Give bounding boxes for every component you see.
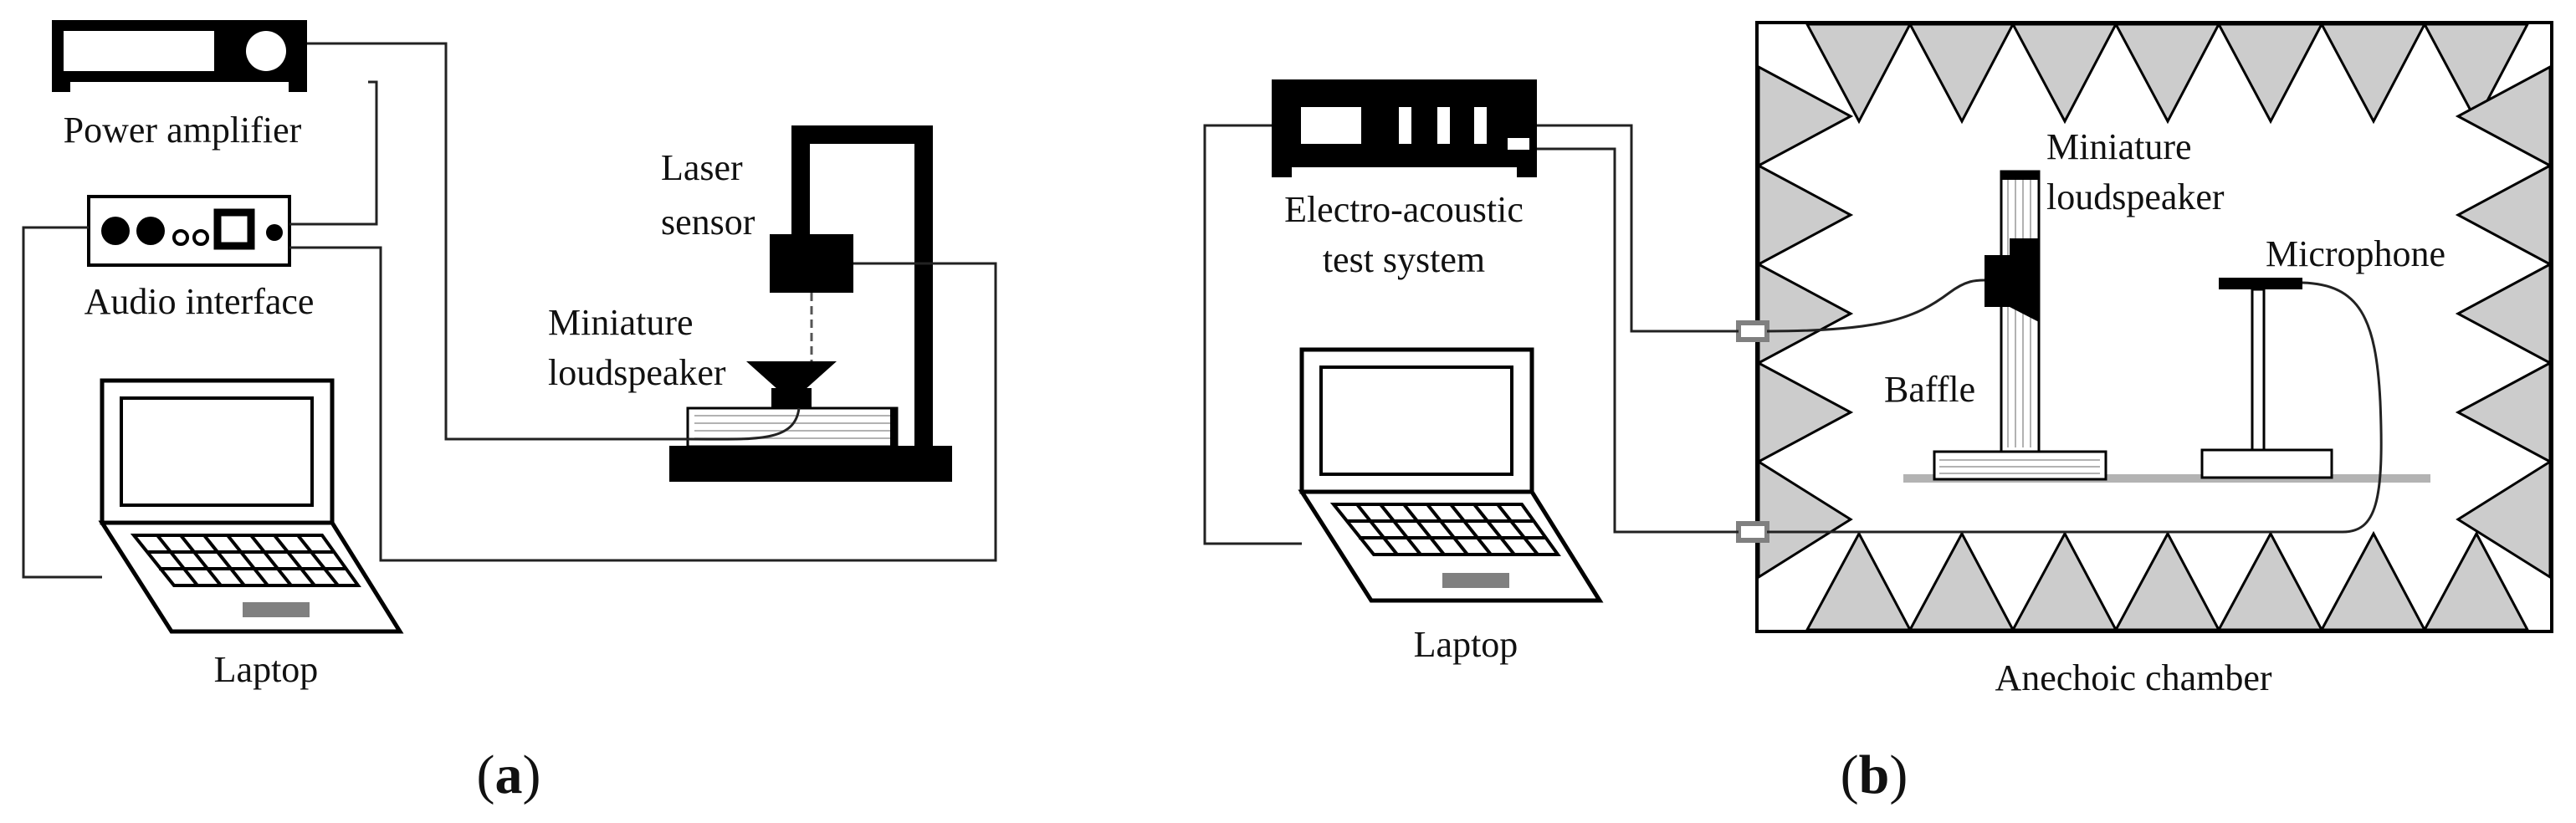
- caption-b: (b): [1841, 744, 1908, 805]
- acoustic-wedges-bottom: [1805, 530, 2530, 631]
- caption-a: (a): [477, 744, 541, 805]
- test-system-label-line1: Electro-acoustic: [1284, 189, 1524, 230]
- audio-interface-label: Audio interface: [85, 281, 315, 322]
- laser-stand: [669, 125, 952, 482]
- audio-interface-icon: [87, 195, 291, 267]
- test-system-icon: [1272, 79, 1537, 177]
- laptop-label-b: Laptop: [1414, 624, 1518, 665]
- laptop-icon: [98, 378, 404, 634]
- loudspeaker-label-b-line2: loudspeaker: [2046, 176, 2225, 217]
- loudspeaker-icon-b: [1984, 238, 2039, 322]
- chamber-floor: [1903, 474, 2430, 483]
- panel-a: Power amplifier Audio interface: [22, 20, 997, 805]
- laser-sensor-label-line2: sensor: [661, 202, 755, 243]
- loudspeaker-label-b-line1: Miniature: [2046, 126, 2192, 167]
- wall-connector-top: [1736, 320, 1769, 342]
- laser-sensor-label-line1: Laser: [661, 147, 743, 188]
- microphone-icon: [2200, 278, 2333, 479]
- acoustic-wedges-top: [1805, 23, 2530, 125]
- power-amplifier-icon: [52, 20, 307, 92]
- microphone-label: Microphone: [2266, 233, 2445, 274]
- laptop-icon: [1298, 347, 1604, 603]
- wiring-a: [22, 42, 997, 579]
- power-amplifier-label: Power amplifier: [64, 110, 302, 151]
- laser-sensor-icon: [770, 234, 853, 293]
- anechoic-chamber: [1755, 21, 2553, 633]
- baffle-label: Baffle: [1884, 369, 1975, 410]
- loudspeaker-label-a-line1: Miniature: [548, 302, 694, 343]
- loudspeaker-label-a-line2: loudspeaker: [548, 352, 726, 393]
- anechoic-chamber-label: Anechoic chamber: [1995, 657, 2271, 698]
- wiring-b: [1203, 124, 2383, 545]
- panel-b: Electro-acoustic test system Laptop: [1203, 21, 2553, 805]
- acoustic-wedges-left: [1757, 64, 1854, 580]
- laptop-label-a: Laptop: [214, 649, 319, 690]
- acoustic-wedges-right: [2455, 64, 2552, 580]
- wall-connector-bottom: [1736, 521, 1769, 543]
- test-system-label-line2: test system: [1323, 239, 1485, 280]
